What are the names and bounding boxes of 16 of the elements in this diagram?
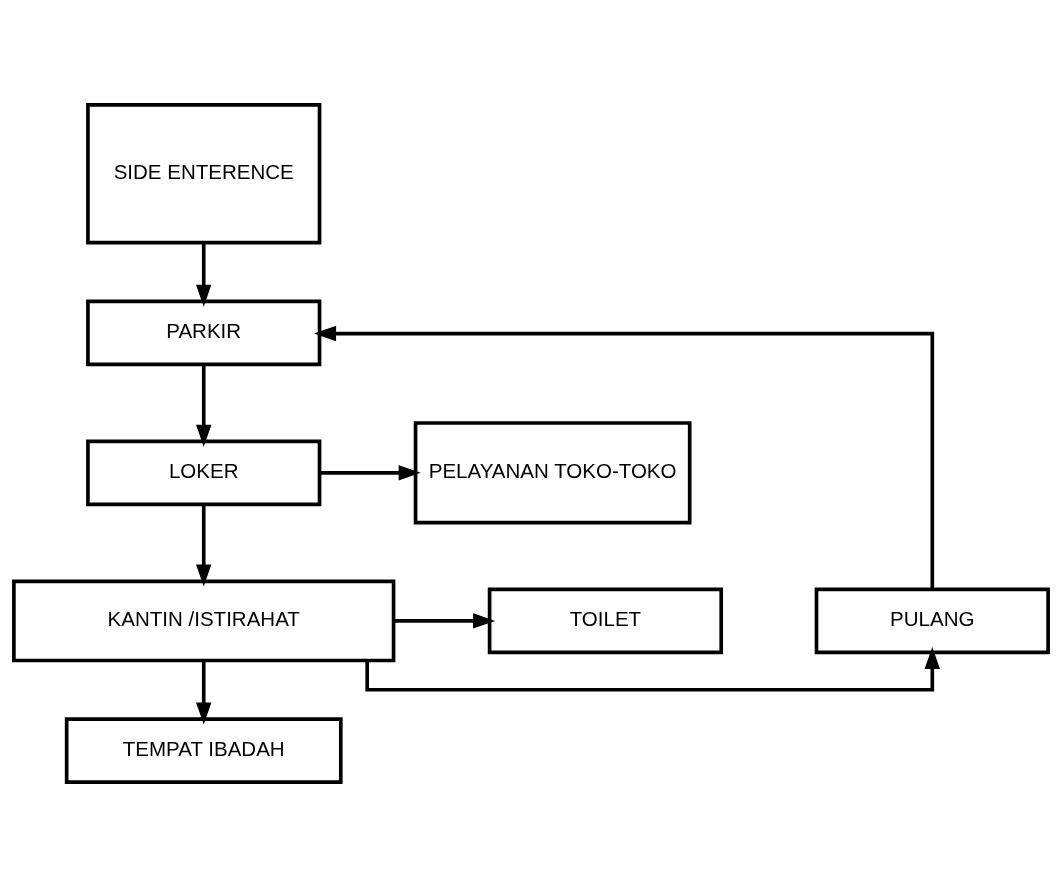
node-box: TEMPAT IBADAH <box>64 717 343 784</box>
arrow <box>196 364 212 447</box>
node-box: PARKIR <box>86 299 322 367</box>
node-box: SIDE ENTERENCE <box>86 103 322 245</box>
node-box: KANTIN /ISTIRAHAT <box>12 579 396 663</box>
node-box: PULANG <box>814 587 1050 655</box>
node-box: TOILET <box>487 587 724 655</box>
arrow <box>196 243 212 307</box>
arrow <box>319 465 421 481</box>
arrow <box>314 325 935 590</box>
arrow <box>394 613 496 629</box>
arrow <box>365 646 940 692</box>
arrow <box>196 660 212 725</box>
node-box: PELAYANAN TOKO-TOKO <box>413 421 692 525</box>
node-box: LOKER <box>86 439 322 507</box>
arrow <box>196 504 212 587</box>
